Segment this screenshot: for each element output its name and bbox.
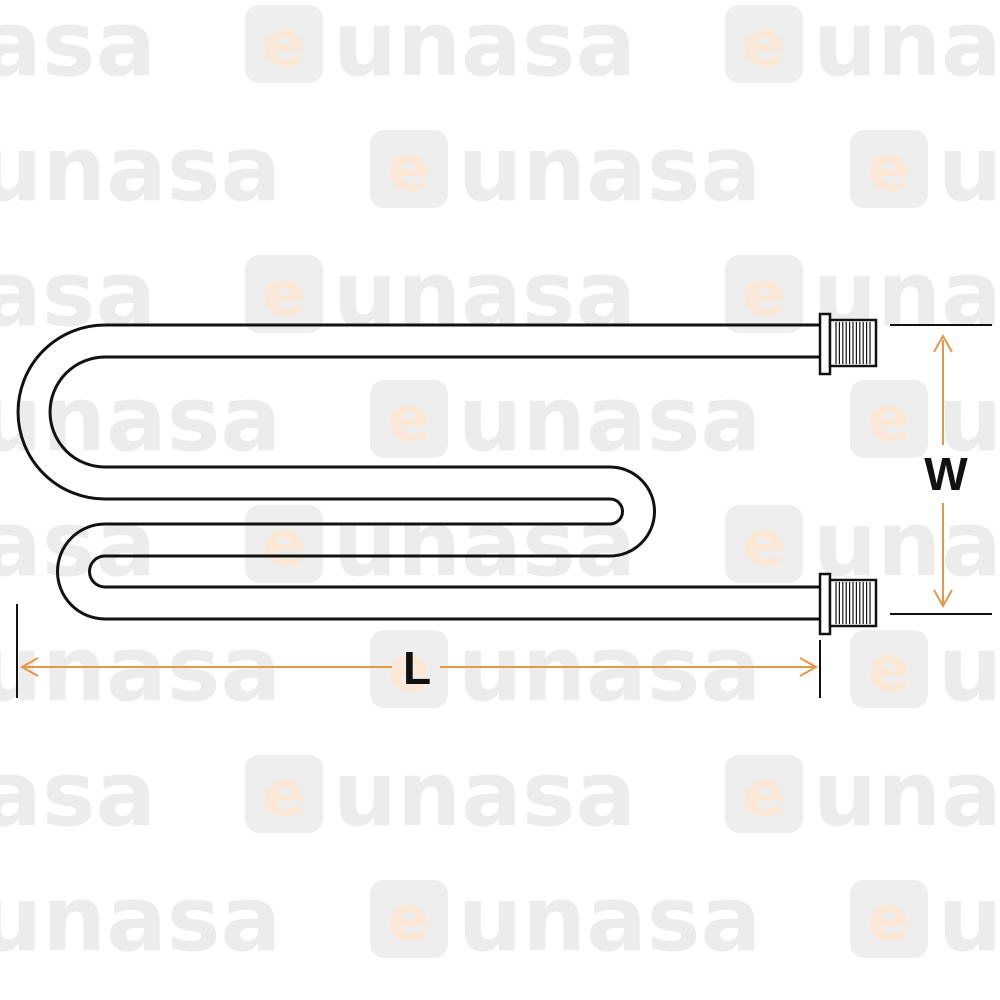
watermark-badge (850, 380, 928, 458)
bottom-terminal-nut (818, 572, 832, 636)
tube-outer-outline (16, 323, 820, 621)
watermark-badge (245, 5, 323, 83)
heating-element (16, 323, 820, 621)
watermark-e-letter: e (868, 882, 910, 955)
watermark-brand-text: unasa (458, 867, 761, 972)
top-terminal-nut (818, 312, 832, 376)
watermark-brand-text: unasa (333, 492, 636, 597)
watermark-e-letter: e (388, 132, 430, 205)
watermark-e-letter: e (743, 507, 785, 580)
watermark-badge (725, 255, 803, 333)
watermark-badge (245, 255, 323, 333)
watermark-brand-text: unasa (333, 0, 636, 97)
watermark-badge (370, 130, 448, 208)
watermark-brand-text: unasa (458, 117, 761, 222)
watermark-brand-text: unasa (938, 117, 1000, 222)
top-threaded-terminal (818, 312, 878, 376)
watermark-e-letter: e (868, 382, 910, 455)
watermark-layer: eunasaeunasaeunasaeunasaeunasaeunasaeuna… (0, 0, 1000, 972)
length-dimension: L (16, 604, 821, 698)
watermark-brand-text: unasa (938, 867, 1000, 972)
length-arrowhead-left (19, 657, 39, 677)
watermark-brand-text: unasa (333, 742, 636, 847)
watermark-brand-text: unasa (333, 242, 636, 347)
watermark-e-letter: e (743, 757, 785, 830)
watermark-badge (850, 630, 928, 708)
tube-inner-outline (48, 355, 820, 589)
watermark-e-letter: e (388, 882, 430, 955)
watermark-brand-text: unasa (0, 742, 156, 847)
watermark-badge (370, 880, 448, 958)
watermark-brand-text: unasa (458, 367, 761, 472)
watermark-brand-text: unasa (0, 117, 281, 222)
watermark-e-letter: e (743, 257, 785, 330)
watermark-brand-text: unasa (0, 492, 156, 597)
width-label: W (924, 448, 968, 500)
width-arrowhead-top (933, 333, 953, 353)
watermark-brand-text: unasa (458, 617, 761, 722)
watermark-e-letter: e (263, 257, 305, 330)
watermark-e-letter: e (263, 757, 305, 830)
watermark-brand-text: unasa (0, 0, 156, 97)
watermark-e-letter: e (868, 632, 910, 705)
watermark-e-letter: e (263, 507, 305, 580)
width-dimension: W (890, 324, 992, 615)
watermark-badge (725, 5, 803, 83)
watermark-e-letter: e (388, 632, 430, 705)
watermark-badge (725, 755, 803, 833)
watermark-e-letter: e (388, 382, 430, 455)
length-label: L (403, 642, 431, 694)
watermark-brand-text: unasa (813, 0, 1000, 97)
watermark-badge (370, 380, 448, 458)
watermark-brand-text: unasa (813, 742, 1000, 847)
watermark-badge (850, 130, 928, 208)
watermark-brand-text: unasa (0, 867, 281, 972)
watermark-brand-text: unasa (938, 617, 1000, 722)
bottom-threaded-terminal (818, 572, 878, 636)
watermark-e-letter: e (868, 132, 910, 205)
watermark-badge (850, 880, 928, 958)
bottom-thread-lines (835, 582, 871, 624)
watermark-brand-text: unasa (0, 617, 281, 722)
top-thread-lines (835, 322, 871, 364)
watermark-brand-text: unasa (0, 242, 156, 347)
watermark-brand-text: unasa (938, 367, 1000, 472)
watermark-e-letter: e (743, 7, 785, 80)
watermark-badge (725, 505, 803, 583)
width-arrowhead-bottom (933, 589, 953, 609)
watermark-badge (245, 755, 323, 833)
watermark-brand-text: unasa (0, 367, 281, 472)
length-arrowhead-right (799, 657, 819, 677)
watermark-e-letter: e (263, 7, 305, 80)
watermark-badge (370, 630, 448, 708)
